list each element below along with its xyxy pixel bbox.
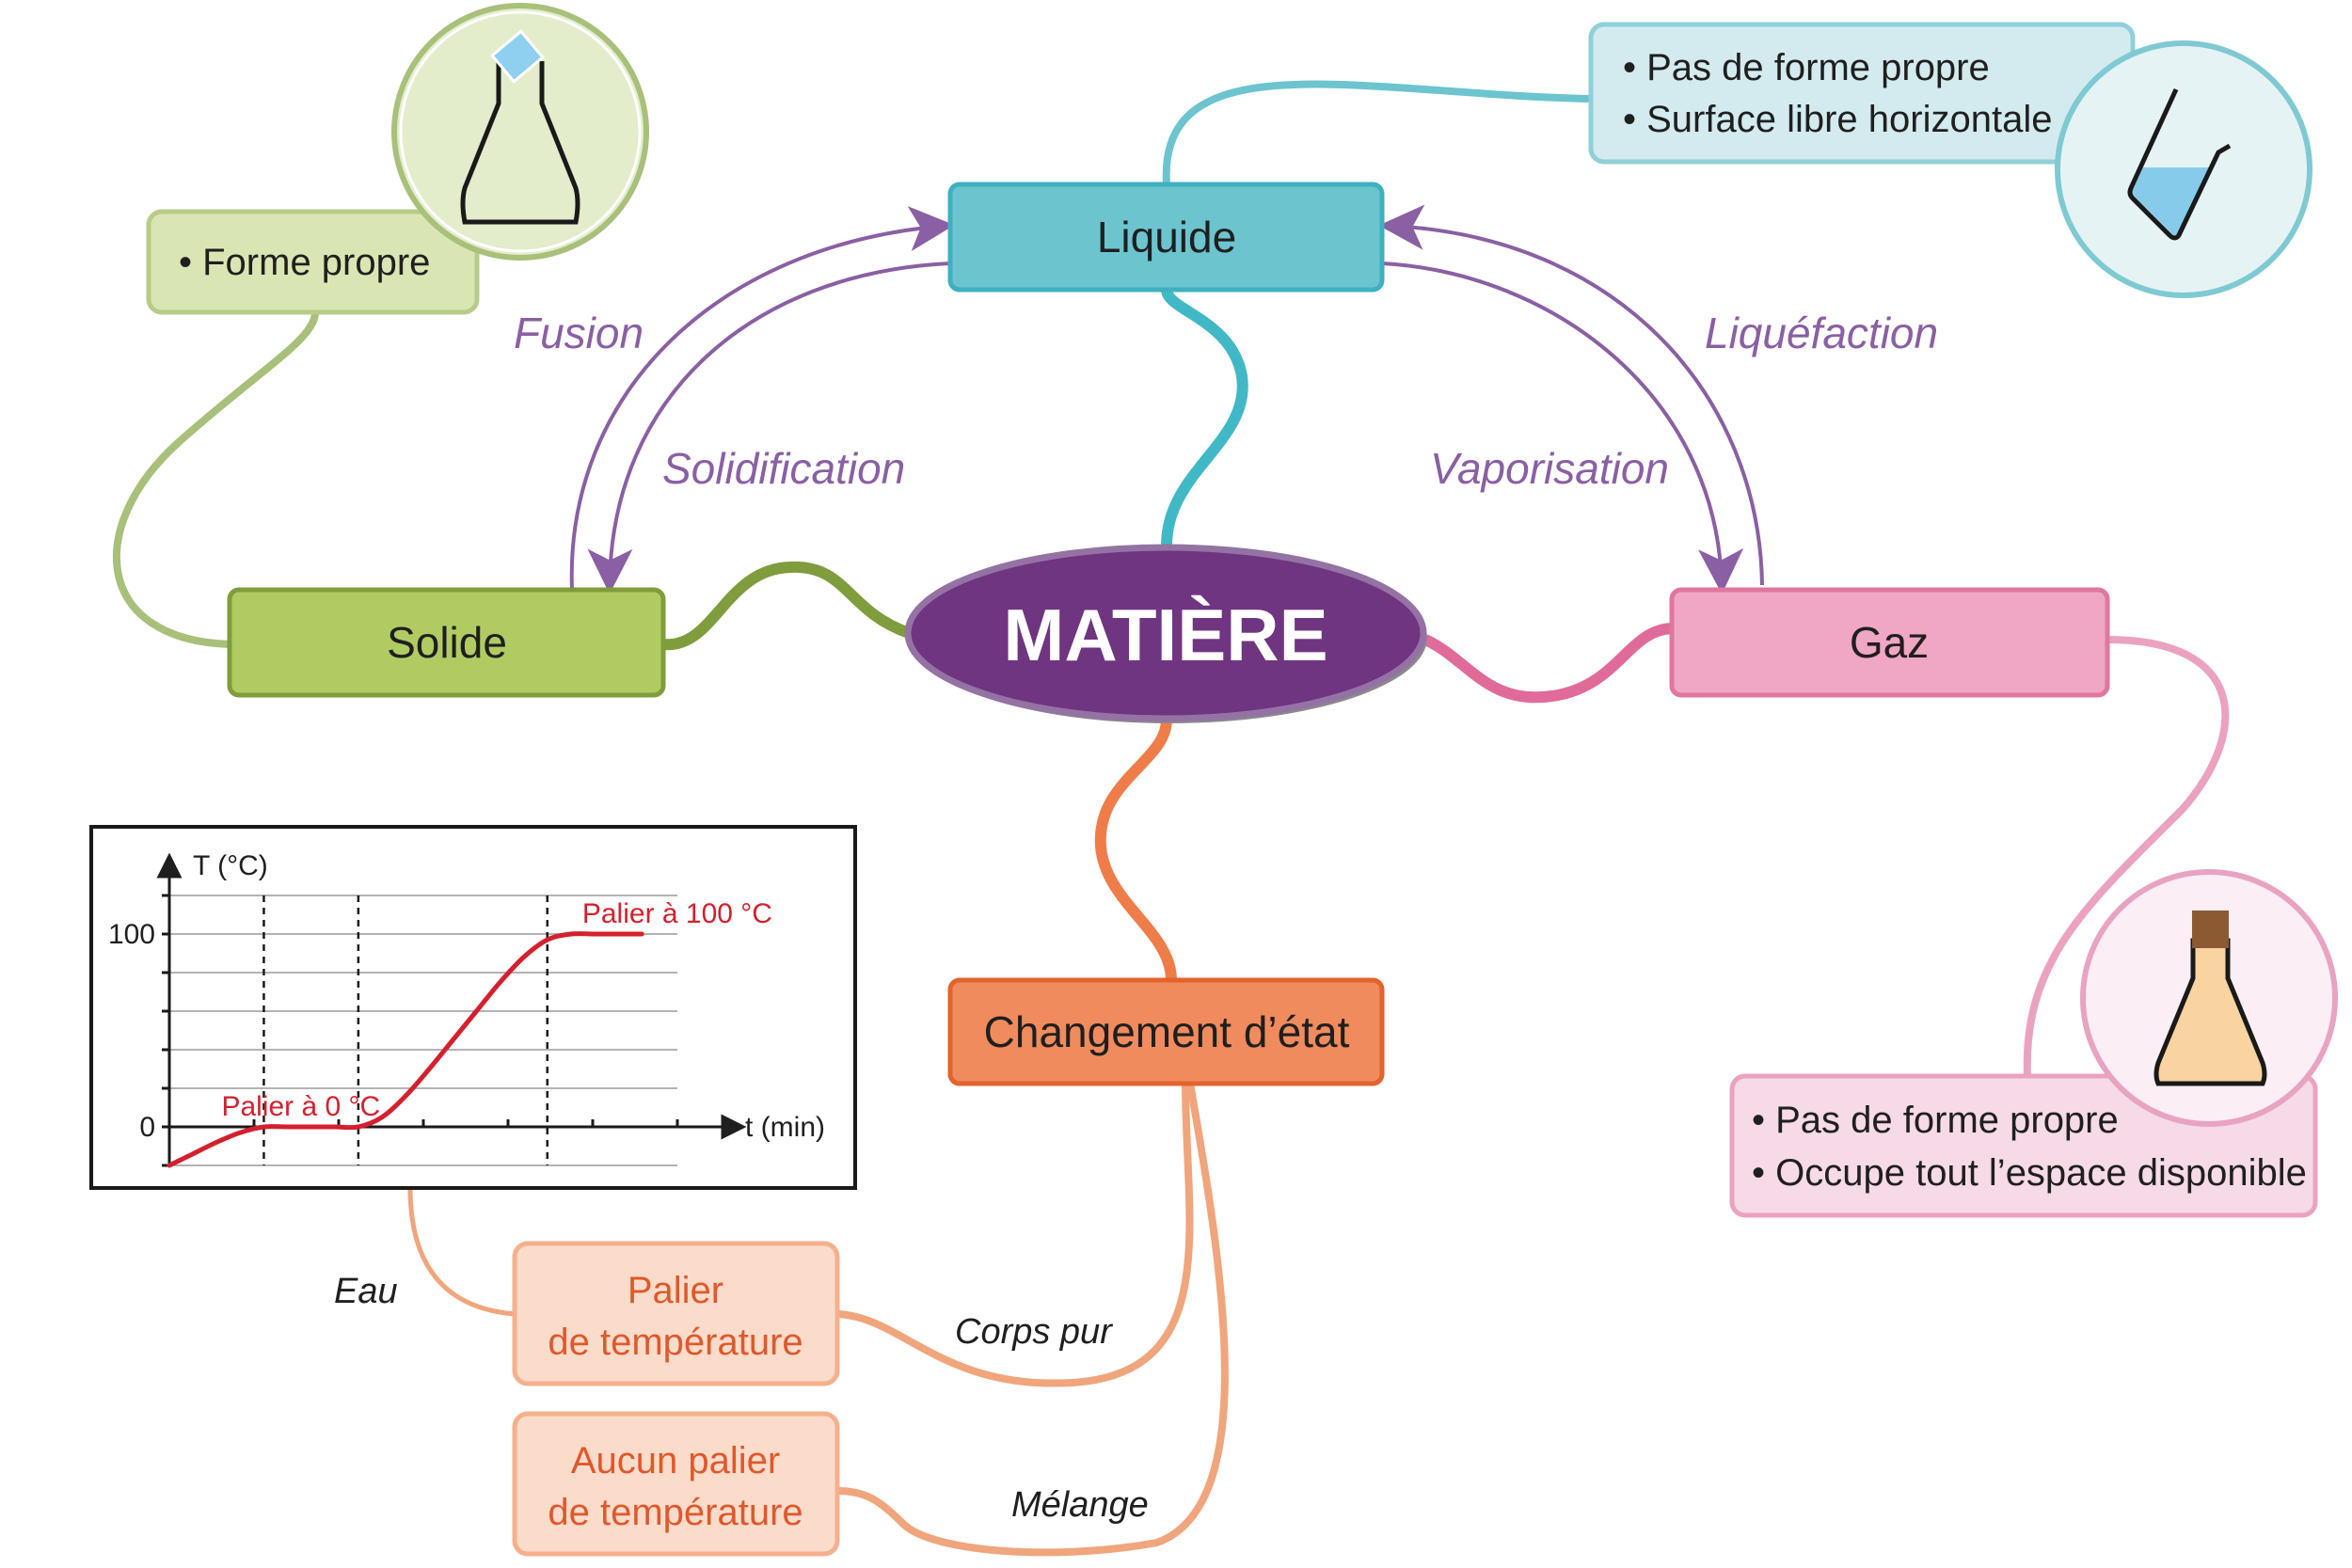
link-gaz-properties xyxy=(2023,636,2230,1077)
box-aucun-palier-line-0: Aucun palier xyxy=(571,1440,780,1481)
heating-curve-chart: T (°C) t (min) 100 0 Palier à 0 °C Palie… xyxy=(89,825,857,1190)
liquide-properties-box: • Pas de forme propre • Surface libre ho… xyxy=(1588,22,2136,165)
box-palier-line-1: de température xyxy=(548,1322,803,1363)
label-vaporisation: Vaporisation xyxy=(1430,444,1669,493)
link-center-gaz xyxy=(1422,623,1673,704)
center-title: MATIÈRE xyxy=(1003,594,1327,676)
gaz-property-1: • Occupe tout l’espace disponible xyxy=(1752,1152,2307,1194)
y-axis-label: T (°C) xyxy=(193,850,268,881)
link-center-liquide xyxy=(1161,288,1248,546)
center-node-matiere[interactable]: MATIÈRE xyxy=(904,544,1427,723)
arrow-fusion xyxy=(569,206,955,591)
annotation-palier-0: Palier à 0 °C xyxy=(221,1091,380,1122)
node-solide[interactable]: Solide xyxy=(227,587,666,698)
label-liquefaction: Liquéfaction xyxy=(1705,309,1938,357)
label-solidification: Solidification xyxy=(662,444,905,493)
box-aucun-palier-line-1: de température xyxy=(548,1492,803,1533)
annotation-palier-100: Palier à 100 °C xyxy=(582,898,772,929)
arrow-vaporisation xyxy=(1381,261,1744,594)
gaz-properties-box: • Pas de forme propre • Occupe tout l’es… xyxy=(1729,1073,2318,1218)
node-liquide[interactable]: Liquide xyxy=(947,182,1385,293)
solide-properties-box: • Forme propre xyxy=(146,209,480,315)
arrow-liquefaction xyxy=(1378,204,1764,586)
solide-property-0: • Forme propre xyxy=(179,242,430,283)
box-aucun-palier: Aucun palier de température xyxy=(512,1411,840,1557)
flask-with-ice-cube-icon xyxy=(391,3,649,261)
stoppered-flask-with-gas-icon xyxy=(2080,869,2338,1127)
box-palier-line-0: Palier xyxy=(628,1270,723,1311)
node-gaz[interactable]: Gaz xyxy=(1669,587,2110,698)
gaz-property-0: • Pas de forme propre xyxy=(1752,1100,2119,1141)
curve-series-eau xyxy=(167,931,644,1168)
beaker-with-water-icon xyxy=(2055,40,2312,298)
link-change-melange xyxy=(836,1083,1229,1557)
label-fusion: Fusion xyxy=(514,309,644,357)
link-center-solide xyxy=(662,561,912,651)
liquide-property-0: • Pas de forme propre xyxy=(1623,47,1990,88)
x-axis-label: t (min) xyxy=(745,1112,825,1143)
edge-label-eau: Eau xyxy=(334,1272,398,1311)
link-chart-palier xyxy=(407,1187,516,1317)
node-changement-etat-label: Changement d’état xyxy=(984,1007,1350,1056)
node-solide-label: Solide xyxy=(387,618,507,667)
node-changement-etat[interactable]: Changement d’état xyxy=(947,977,1385,1086)
link-center-change xyxy=(1094,719,1177,981)
box-palier: Palier de température xyxy=(512,1241,840,1386)
y-tick-label: 100 xyxy=(108,919,155,950)
node-gaz-label: Gaz xyxy=(1850,618,1929,667)
node-liquide-label: Liquide xyxy=(1097,213,1236,261)
link-liquide-properties xyxy=(1162,80,1592,185)
arrow-solidification xyxy=(587,261,951,594)
edge-label-corps-pur: Corps pur xyxy=(955,1312,1113,1352)
y-tick-label: 0 xyxy=(139,1112,155,1143)
link-change-corps-pur xyxy=(836,1083,1194,1387)
edge-label-melange: Mélange xyxy=(1011,1485,1149,1525)
link-solide-properties xyxy=(113,311,319,648)
liquide-property-1: • Surface libre horizontale xyxy=(1623,99,2052,140)
